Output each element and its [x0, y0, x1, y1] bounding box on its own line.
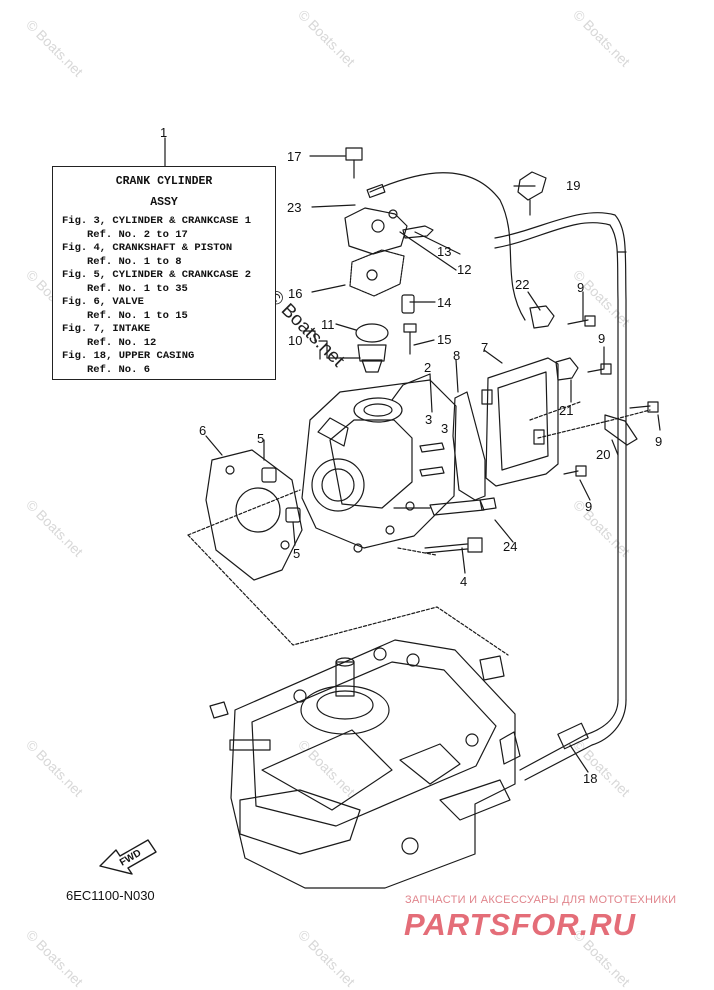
callout-15: 15	[437, 332, 451, 347]
callout-5a: 5	[257, 431, 264, 446]
callout-1: 1	[160, 125, 167, 140]
info-ref-row: Ref. No. 1 to 35	[87, 282, 188, 295]
callout-2: 2	[424, 360, 431, 375]
fwd-label: FWD	[118, 848, 143, 869]
callout-4: 4	[460, 574, 467, 589]
assembly-info-box: CRANK CYLINDER ASSY Fig. 3, CYLINDER & C…	[52, 166, 276, 380]
callout-19: 19	[566, 178, 580, 193]
callout-13: 13	[437, 244, 451, 259]
callout-10: 10	[288, 333, 302, 348]
diagram-code: 6EC1100-N030	[66, 888, 155, 903]
callout-6: 6	[199, 423, 206, 438]
callout-9b: 9	[598, 331, 605, 346]
info-subtitle: ASSY	[150, 196, 178, 209]
info-fig-row: Fig. 5, CYLINDER & CRANKCASE 2	[62, 269, 252, 281]
callout-14: 14	[437, 295, 451, 310]
info-ref-row: Ref. No. 6	[87, 363, 151, 376]
info-ref-row: Ref. No. 1 to 15	[87, 309, 188, 322]
callout-12: 12	[457, 262, 471, 277]
brand-tagline: ЗАПЧАСТИ И АКСЕССУАРЫ ДЛЯ МОТОТЕХНИКИ	[405, 894, 677, 906]
info-fig-row: Fig. 4, CRANKSHAFT & PISTON	[62, 242, 233, 254]
callout-20: 20	[596, 447, 610, 462]
callout-11: 11	[321, 317, 335, 332]
info-title: CRANK CYLINDER	[115, 175, 213, 188]
info-ref-row: Ref. No. 2 to 17	[87, 228, 188, 241]
callout-17: 17	[287, 149, 301, 164]
info-ref-row: Ref. No. 12	[87, 336, 157, 349]
callout-3b: 3	[441, 421, 448, 436]
callout-5b: 5	[293, 546, 300, 561]
brand-logo[interactable]: PARTSFOR.RU	[404, 907, 637, 942]
info-fig-row: Fig. 18, UPPER CASING	[62, 350, 195, 362]
callout-24: 24	[503, 539, 517, 554]
info-ref-row: Ref. No. 1 to 8	[87, 255, 182, 268]
callout-18: 18	[583, 771, 597, 786]
callout-21: 21	[559, 403, 573, 418]
callout-7: 7	[481, 340, 488, 355]
callout-9a: 9	[577, 280, 584, 295]
info-fig-row: Fig. 6, VALVE	[62, 296, 144, 308]
callout-22: 22	[515, 277, 529, 292]
callout-3a: 3	[425, 412, 432, 427]
callout-23: 23	[287, 200, 301, 215]
info-fig-row: Fig. 3, CYLINDER & CRANKCASE 1	[62, 215, 252, 227]
callout-16: 16	[288, 286, 302, 301]
callout-9c: 9	[655, 434, 662, 449]
callout-8: 8	[453, 348, 460, 363]
callout-9d: 9	[585, 499, 592, 514]
info-fig-row: Fig. 7, INTAKE	[62, 323, 151, 335]
